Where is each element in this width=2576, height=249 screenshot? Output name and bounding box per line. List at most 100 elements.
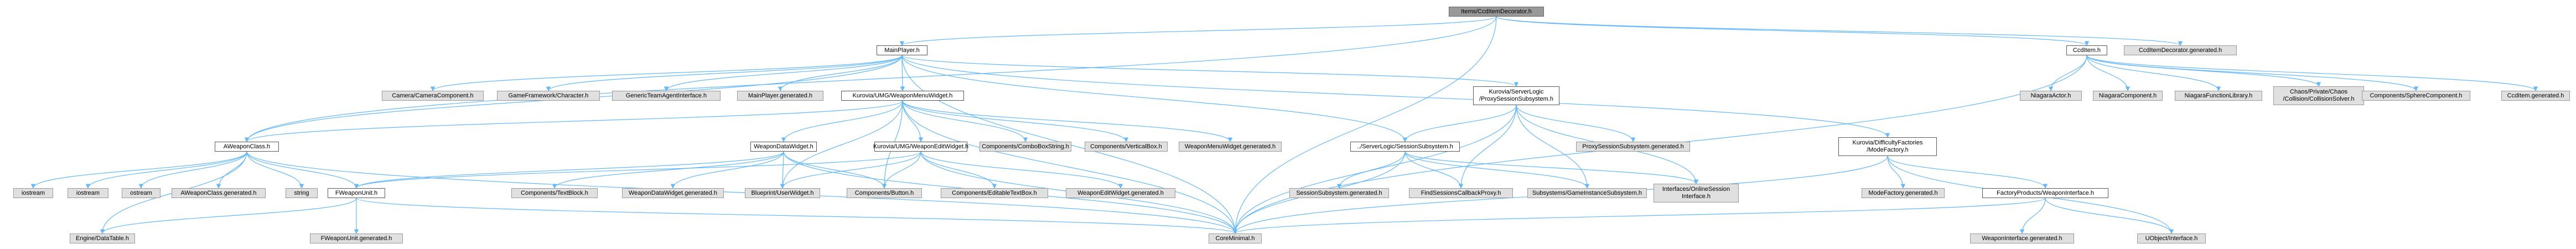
edge-weaponmenu-to-coreminimal [902,100,1238,234]
edge-proxysession-to-proxysessiongen [1516,105,1636,142]
node-text-block-h[interactable]: Components/TextBlock.h [511,188,598,198]
edge-weaponedit-to-button [882,151,921,189]
edge-weaponmenu-to-aweaponclass [245,100,903,142]
edge-difficulty-to-weaponinterface [1887,155,2048,189]
node-weapon-data-widget-h[interactable]: WeaponDataWidget.h [750,142,817,152]
node-ccd-item-decorator-h[interactable]: Items/CcdItemDecorator.h [1449,7,1544,17]
node-string[interactable]: string [286,188,318,198]
node-niagara-actor-h[interactable]: NiagaraActor.h [2020,91,2082,101]
edge-serversession-to-findsessions [1404,151,1464,189]
node-camera-component-h[interactable]: Camera/CameraComponent.h [382,91,484,101]
edge-aweaponclass-to-string [246,151,304,189]
node-mode-factory-generated-h[interactable]: ModeFactory.generated.h [1862,188,1945,198]
edge-aweaponclass-to-iostream2 [85,151,247,189]
edge-proxysession-to-findsessions [1458,105,1517,189]
edge-fweaponunit-to-datatable [100,198,357,234]
node-weapon-edit-widget-h[interactable]: Kurovia/UMG/WeaponEditWidget.h [873,142,968,152]
node-niagara-function-library-h[interactable]: NiagaraFunctionLibrary.h [2175,91,2262,101]
node-find-sessions-callback-proxy-h[interactable]: FindSessionsCallbackProxy.h [1409,188,1513,198]
node-aweapon-class-generated-h[interactable]: AWeaponClass.generated.h [172,188,266,198]
node-session-subsystem-h[interactable]: ../ServerLogic/SessionSubsystem.h [1350,142,1460,152]
edge-fweaponunit-to-coreminimal [356,198,1237,234]
node-main-player-h[interactable]: MainPlayer.h [877,45,927,55]
edge-weaponmenu-to-blueprint [780,100,903,189]
node-generic-team-agent-interface-h[interactable]: GenericTeamAgentInterface.h [612,91,721,101]
edge-mainplayer-to-serversession [901,55,1408,142]
node-components-button-h[interactable]: Components/Button.h [847,188,922,198]
node-sphere-component-h[interactable]: Components/SphereComponent.h [2362,91,2470,101]
edge-root-to-coreminimal [1232,16,1497,234]
edge-ccditem-to-ccditemgen [2086,55,2538,91]
edge-weapondata-to-textblock [552,151,784,189]
edge-ccditem-to-niagarafunc [2086,55,2221,91]
node-mode-factory-h[interactable]: Kurovia/DifficultyFactories /ModeFactory… [1838,137,1937,156]
node-ostream[interactable]: ostream [122,188,160,198]
node-aweapon-class-h[interactable]: AWeaponClass.h [215,142,279,152]
node-combo-box-string-h[interactable]: Components/ComboBoxString.h [979,142,1071,152]
node-weapon-menu-widget-h[interactable]: Kurovia/UMG/WeaponMenuWidget.h [841,91,964,101]
node-online-session-interface-h[interactable]: Interfaces/OnlineSession Interface.h [1654,184,1739,203]
edge-weaponinterface-to-weaponifgen [2019,198,2046,234]
edge-weaponmenu-to-weaponedit [902,100,924,142]
node-ccd-item-generated-h[interactable]: CcdItem.generated.h [2501,91,2570,101]
node-proxy-session-subsystem-generated-h[interactable]: ProxySessionSubsystem.generated.h [1576,142,1690,152]
edge-weapondata-to-fweaponunit [354,151,784,189]
edge-proxysession-to-subsystems [1516,105,1590,189]
edge-aweaponclass-to-fweaponunit [246,151,359,189]
edge-difficulty-to-modefactorygen [1887,155,1906,189]
node-vertical-box-h[interactable]: Components/VerticalBox.h [1085,142,1168,152]
node-engine-data-table-h[interactable]: Engine/DataTable.h [70,234,135,243]
node-niagara-component-h[interactable]: NiagaraComponent.h [2093,91,2163,101]
edge-weaponmenu-to-weaponmenugen [902,100,1233,142]
node-uobject-interface-h[interactable]: UObject/Interface.h [2137,234,2206,243]
node-weapon-edit-widget-generated-h[interactable]: WeaponEditWidget.generated.h [1066,188,1175,198]
node-weapon-interface-h[interactable]: FactoryProducts/WeaponInterface.h [1982,188,2108,198]
node-weapon-data-widget-generated-h[interactable]: WeaponDataWidget.generated.h [622,188,724,198]
node-editable-text-box-h[interactable]: Components/EditableTextBox.h [941,188,1048,198]
edge-ccditem-to-niagaracomp [2086,55,2131,91]
node-iostream-b[interactable]: iostream [68,188,108,198]
node-blueprint-user-widget-h[interactable]: Blueprint/UserWidget.h [745,188,820,198]
edge-root-to-aweaponclass [244,16,1497,142]
edge-weaponmenu-to-combobox [902,100,1028,142]
edge-weapondata-to-button [783,151,887,189]
edge-aweaponclass-to-ostream [138,151,247,189]
edge-mainplayer-to-camera [431,55,903,91]
node-game-framework-character-h[interactable]: GameFramework/Character.h [497,91,600,101]
edge-weapondata-to-blueprint [780,151,785,189]
edge-ccditem-to-sphere [2086,55,2419,91]
node-main-player-generated-h[interactable]: MainPlayer.generated.h [737,91,823,101]
node-core-minimal-h[interactable]: CoreMinimal.h [1209,234,1262,243]
edge-serversession-to-sessiongen [1336,151,1406,189]
edge-serversession-to-subsystems [1404,151,1590,189]
node-game-instance-subsystem-h[interactable]: Subsystems/GameInstanceSubsystem.h [1527,188,1647,198]
edge-mainplayer-to-proxysession [901,55,1518,87]
node-fweapon-unit-generated-h[interactable]: FWeaponUnit.generated.h [310,234,403,243]
edge-mainplayer-to-gameframework [546,55,903,91]
node-session-subsystem-generated-h[interactable]: SessionSubsystem.generated.h [1289,188,1389,198]
edge-root-to-ccditem [1496,16,2089,46]
edge-mainplayer-to-genericteam [664,55,903,91]
edge-weaponedit-to-editable [920,151,997,189]
edge-weapondata-to-weapondatagen [670,151,784,189]
node-fweapon-unit-h[interactable]: FWeaponUnit.h [328,188,385,198]
node-ccd-item-h[interactable]: CcdItem.h [2066,45,2107,55]
edge-weaponmenu-to-verticalbox [902,100,1129,142]
edge-weaponedit-to-fweaponunit [354,151,921,189]
node-ccd-item-decorator-generated-h[interactable]: CcdItemDecorator.generated.h [2124,45,2237,55]
edge-aweaponclass-to-iostream [30,151,247,189]
edge-proxysession-to-serversession [1402,105,1517,142]
node-chaos-collision-solver-h[interactable]: Chaos/Private/Chaos /Collision/Collision… [2273,86,2364,105]
node-weapon-menu-widget-generated-h[interactable]: WeaponMenuWidget.generated.h [1179,142,1282,152]
edge-proxysession-to-coreminimal [1232,105,1517,234]
edge-ccditem-to-niagaraactor [2048,55,2087,91]
edge-weaponmenu-to-weapondata [781,100,903,142]
edge-root-to-ccditemdecgen [1496,16,2183,46]
edge-aweaponclass-to-coreminimal [246,151,1238,234]
node-weapon-interface-generated-h[interactable]: WeaponInterface.generated.h [1970,234,2074,243]
node-proxy-session-subsystem-h[interactable]: Kurovia/ServerLogic /ProxySessionSubsyst… [1473,86,1559,105]
edge-serversession-to-interfaces [1404,151,1699,184]
node-iostream-a[interactable]: iostream [13,188,53,198]
edge-weaponedit-to-weaponeditgen [920,151,1123,189]
